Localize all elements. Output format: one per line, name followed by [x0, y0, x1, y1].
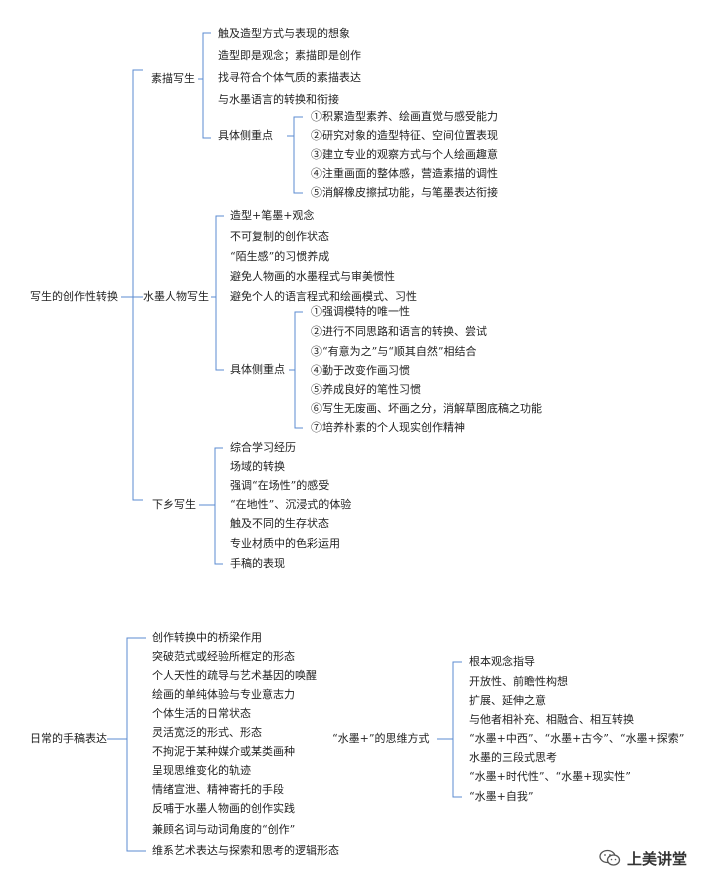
sketch-focus-item: ③建立专业的观察方式与个人绘画趣意	[311, 148, 498, 161]
ink-item: 不可复制的创作状态	[230, 230, 329, 243]
thinking-item: 开放性、前瞻性构想	[469, 675, 568, 688]
field-item: 强调“在场性”的感受	[230, 479, 330, 492]
ink-item: 造型+笔墨+观念	[230, 209, 315, 222]
ink-focus-item: ⑤养成良好的笔性习惯	[311, 383, 421, 396]
ink-focus-item: ②进行不同思路和语言的转换、尝试	[311, 325, 487, 338]
root-node-daily-manuscript: 日常的手稿表达	[30, 732, 107, 745]
ink-focus-item: ⑦培养朴素的个人现实创作精神	[311, 421, 465, 434]
root-node-sketch-transform: 写生的创作性转换	[30, 290, 118, 303]
sketch-focus-item: ①积累造型素养、绘画直觉与感受能力	[311, 110, 498, 123]
ink-focus-label: 具体侧重点	[230, 363, 285, 376]
manuscript-item: 个人天性的疏导与艺术基因的唤醒	[152, 669, 317, 682]
field-item: 触及不同的生存状态	[230, 517, 329, 530]
field-item: 场域的转换	[230, 460, 285, 473]
sketch-item: 与水墨语言的转换和衔接	[218, 93, 339, 106]
ink-focus-item: ⑥写生无废画、坏画之分，消解草图底稿之功能	[311, 402, 542, 415]
thinking-item: 水墨的三段式思考	[469, 751, 557, 764]
thinking-node: “水墨+”的思维方式	[332, 732, 430, 745]
thinking-item: 扩展、延伸之意	[469, 694, 546, 707]
field-item: 专业材质中的色彩运用	[230, 537, 340, 550]
manuscript-item: 反哺于水墨人物画的创作实践	[152, 802, 295, 815]
wechat-icon	[599, 849, 621, 866]
ink-focus-item: ①强调模特的唯一性	[311, 305, 410, 318]
sketch-focus-item: ⑤消解橡皮擦拭功能，与笔墨表达衔接	[311, 186, 498, 199]
ink-item: 避免个人的语言程式和绘画模式、习性	[230, 290, 417, 303]
ink-focus-item: ③“有意为之”与“顺其自然”相结合	[311, 345, 477, 358]
thinking-item: “水墨+自我”	[469, 790, 534, 803]
thinking-item: 根本观念指导	[469, 655, 535, 668]
manuscript-item: 灵活宽泛的形式、形态	[152, 726, 262, 739]
sketch-item: 触及造型方式与表现的想象	[218, 27, 350, 40]
field-item: 手稿的表现	[230, 557, 285, 570]
sketch-focus-item: ②研究对象的造型特征、空间位置表现	[311, 129, 498, 142]
manuscript-item: 突破范式或经验所框定的形态	[152, 650, 295, 663]
sketch-item: 造型即是观念；素描即是创作	[218, 49, 361, 62]
thinking-item: “水墨+中西”、“水墨+古今”、“水墨+探索”	[469, 732, 685, 745]
ink-item: 避免人物画的水墨程式与审美惯性	[230, 270, 395, 283]
thinking-item: 与他者相补充、相融合、相互转换	[469, 713, 634, 726]
manuscript-item: 创作转换中的桥梁作用	[152, 631, 262, 644]
field-item: “在地性”、沉浸式的体验	[230, 498, 352, 511]
manuscript-item: 维系艺术表达与探索和思考的逻辑形态	[152, 844, 339, 857]
watermark: 上美讲堂	[599, 845, 687, 871]
manuscript-item: 兼顾名词与动词角度的“创作”	[152, 823, 296, 836]
manuscript-item: 呈现思维变化的轨迹	[152, 764, 251, 777]
manuscript-item: 情绪宣泄、精神寄托的手段	[152, 783, 284, 796]
sketch-item: 找寻符合个体气质的素描表达	[218, 71, 361, 84]
branch-ink-figure: 水墨人物写生	[143, 290, 209, 303]
manuscript-item: 不拘泥于某种媒介或某类画种	[152, 745, 295, 758]
manuscript-item: 个体生活的日常状态	[152, 707, 251, 720]
watermark-text: 上美讲堂	[627, 849, 688, 868]
branch-field-sketch: 下乡写生	[152, 498, 196, 511]
ink-focus-item: ④勤于改变作画习惯	[311, 364, 410, 377]
ink-item: “陌生感”的习惯养成	[230, 250, 330, 263]
branch-sketch: 素描写生	[151, 72, 195, 85]
sketch-focus-item: ④注重画面的整体感，营造素描的调性	[311, 167, 498, 180]
manuscript-item: 绘画的单纯体验与专业意志力	[152, 688, 295, 701]
sketch-focus-label: 具体侧重点	[218, 129, 273, 142]
field-item: 综合学习经历	[230, 441, 296, 454]
thinking-item: “水墨+时代性”、“水墨+现实性”	[469, 770, 631, 783]
